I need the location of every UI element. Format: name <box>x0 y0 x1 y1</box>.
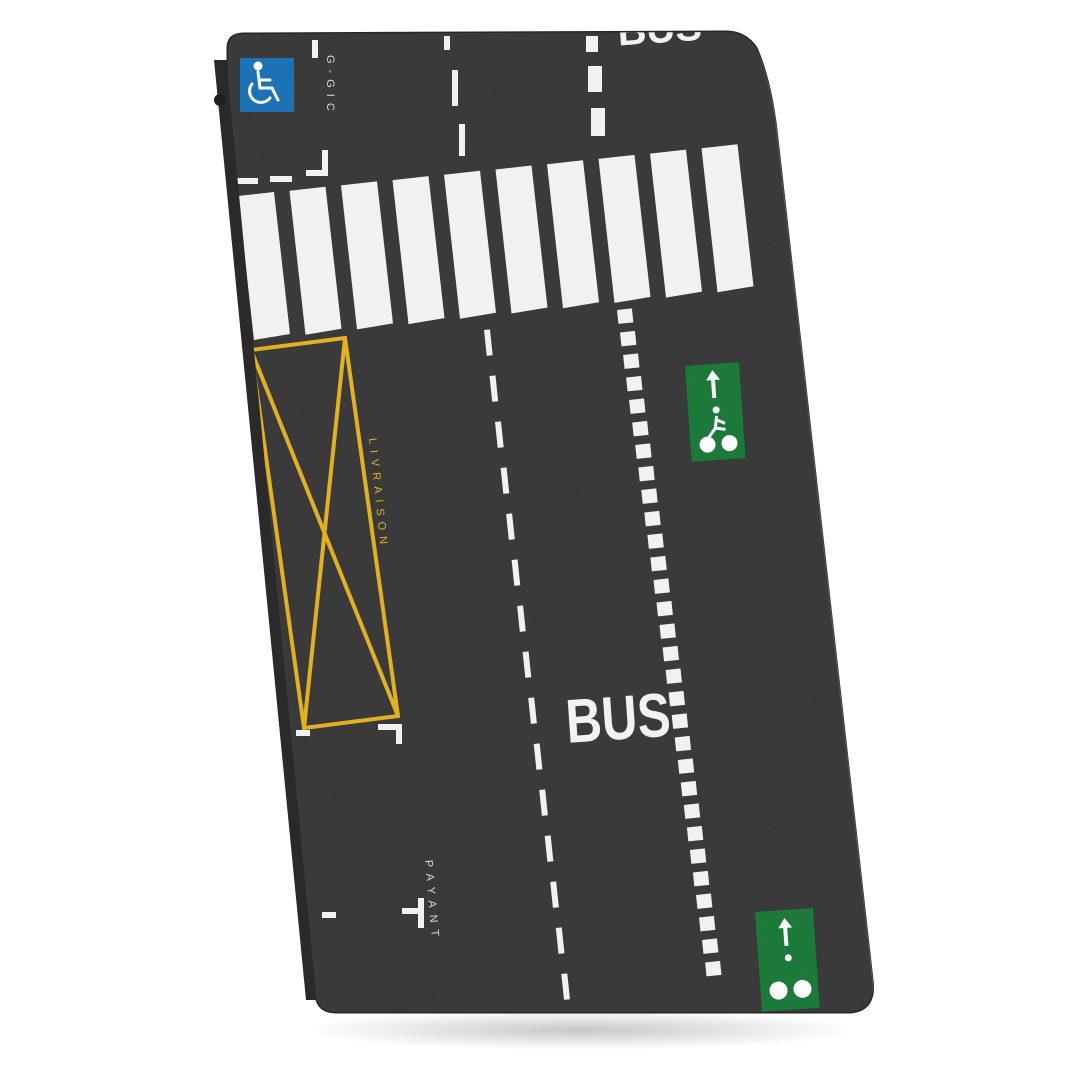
wheelchair-icon <box>248 61 280 104</box>
arrow-up-icon <box>778 917 793 947</box>
center-dash <box>489 375 499 402</box>
bus-lane-dash <box>659 623 676 639</box>
crosswalk-stripe <box>392 176 445 325</box>
bus-lane-dash <box>623 353 640 369</box>
center-dash <box>484 329 493 356</box>
crosswalk-stripe <box>495 165 548 314</box>
center-dash <box>539 789 548 816</box>
bus-lane-dash <box>665 668 682 684</box>
center-dash <box>555 927 565 954</box>
crosswalk-stripe <box>598 154 651 303</box>
bus-lane-dash <box>656 600 673 617</box>
crosswalk-stripe <box>547 160 599 309</box>
center-lane-dashes <box>484 329 570 1000</box>
parking-corner-top <box>236 40 328 184</box>
bus-lane-dashes-top <box>586 36 605 136</box>
bus-lane-dash <box>689 848 707 864</box>
crosswalk-stripe <box>289 186 342 335</box>
center-dash <box>533 743 543 770</box>
pedestrian-crosswalk <box>238 144 754 340</box>
bus-lane-dash <box>702 938 719 954</box>
bus-lane-dash <box>686 825 704 842</box>
gic-label: G-GIC <box>324 55 336 117</box>
bus-lane-dash <box>641 488 658 504</box>
parking-corner-bottom <box>322 898 424 928</box>
bus-lane-dash <box>617 308 634 324</box>
case-shadow <box>300 1010 860 1050</box>
bus-lane-dash <box>699 915 716 932</box>
crosswalk-stripe <box>650 149 702 298</box>
delivery-box <box>248 335 401 731</box>
crosswalk-stripe <box>341 181 393 330</box>
bus-lane-dash <box>632 420 649 437</box>
center-dash <box>528 697 537 724</box>
center-dash <box>517 605 526 632</box>
bicycle-icon <box>699 406 738 453</box>
bus-lane-dash <box>662 645 679 662</box>
bus-lane-dash <box>671 713 689 729</box>
bus-lane-dash <box>680 780 698 797</box>
bus-top-partial: BUS <box>616 5 703 55</box>
strap-hole-top <box>214 94 226 106</box>
crosswalk-stripe <box>444 170 496 319</box>
center-dash <box>544 835 554 862</box>
bike-lane-sign-top <box>685 362 746 462</box>
bus-lane-dash <box>629 398 646 414</box>
bus-lane-dash <box>674 735 692 752</box>
bus-lane-dash <box>677 758 695 774</box>
bus-lane-dash <box>620 330 637 347</box>
center-dash <box>511 559 521 586</box>
lane-dashes-top <box>444 36 465 156</box>
center-dash <box>495 421 504 448</box>
bus-lane-dash <box>705 960 722 977</box>
bus-lane-dash <box>692 870 710 887</box>
bus-lane-dash <box>650 555 667 572</box>
bus-label: BUS <box>563 679 672 756</box>
center-dash <box>561 973 570 1000</box>
crosswalk-stripe <box>701 144 754 293</box>
bus-lane-dash <box>647 533 664 549</box>
center-dash <box>522 651 532 678</box>
center-dash <box>550 881 559 908</box>
bus-lane-dash <box>644 510 661 527</box>
bus-lane-dash <box>668 690 685 707</box>
arrow-up-icon <box>706 370 721 399</box>
bus-lane-dashes <box>617 308 722 977</box>
parking-corner-mid <box>296 724 402 744</box>
bike-lane-sign-bottom <box>755 907 820 1012</box>
center-dash <box>500 467 510 494</box>
crosswalk-stripe <box>238 192 290 340</box>
bus-lane-dash <box>695 893 713 909</box>
bus-lane-dash <box>626 375 643 392</box>
bus-lane-dash <box>638 465 655 482</box>
handicap-sign <box>240 58 294 112</box>
bus-lane-dash <box>635 443 652 459</box>
bus-lane-dash <box>653 578 670 594</box>
center-dash <box>506 513 515 540</box>
bus-lane-dash <box>683 803 701 819</box>
bicycle-icon <box>769 954 812 1000</box>
